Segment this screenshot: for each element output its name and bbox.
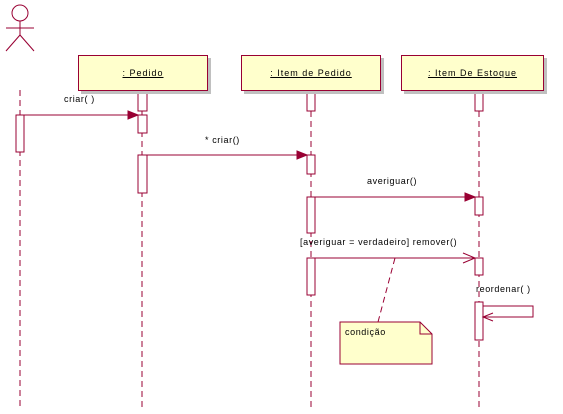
activation-estoque-4 <box>474 301 484 341</box>
actor-figure <box>5 4 35 52</box>
message-label-criar: criar( ) <box>64 94 95 104</box>
object-item-de-pedido: : Item de Pedido <box>241 55 381 91</box>
activation-item-pedido-4 <box>306 257 316 296</box>
note-shape <box>339 257 433 365</box>
activation-pedido-2 <box>137 114 148 134</box>
activation-item-pedido-1 <box>306 92 316 112</box>
object-item-de-pedido-label: : Item de Pedido <box>270 68 352 78</box>
activation-pedido-3 <box>137 154 148 194</box>
object-pedido: : Pedido <box>78 55 208 91</box>
message-label-remover: [averiguar = verdadeiro] remover() <box>300 237 458 247</box>
activation-estoque-2 <box>474 196 484 216</box>
message-label-criar-multi: * criar() <box>205 135 240 145</box>
message-arrow-remover <box>315 252 477 264</box>
note-anchor-line <box>377 257 396 323</box>
activation-item-pedido-2 <box>306 154 316 175</box>
activation-estoque-1 <box>474 92 484 112</box>
activation-actor <box>15 114 25 153</box>
message-label-averiguar: averiguar() <box>367 176 418 186</box>
activation-pedido-1 <box>137 92 148 112</box>
message-arrow-criar <box>24 110 140 120</box>
activation-estoque-3 <box>474 257 484 276</box>
note-label: condição <box>345 327 386 337</box>
object-item-de-estoque-label: : Item De Estoque <box>427 68 518 78</box>
message-arrow-criar-multi <box>147 150 309 160</box>
message-arrow-reordenar <box>481 305 534 322</box>
activation-item-pedido-3 <box>306 196 316 234</box>
message-arrow-averiguar <box>315 192 477 202</box>
object-item-de-estoque: : Item De Estoque <box>401 55 544 91</box>
message-label-reordenar: reordenar( ) <box>476 284 531 294</box>
object-pedido-label: : Pedido <box>122 68 164 78</box>
